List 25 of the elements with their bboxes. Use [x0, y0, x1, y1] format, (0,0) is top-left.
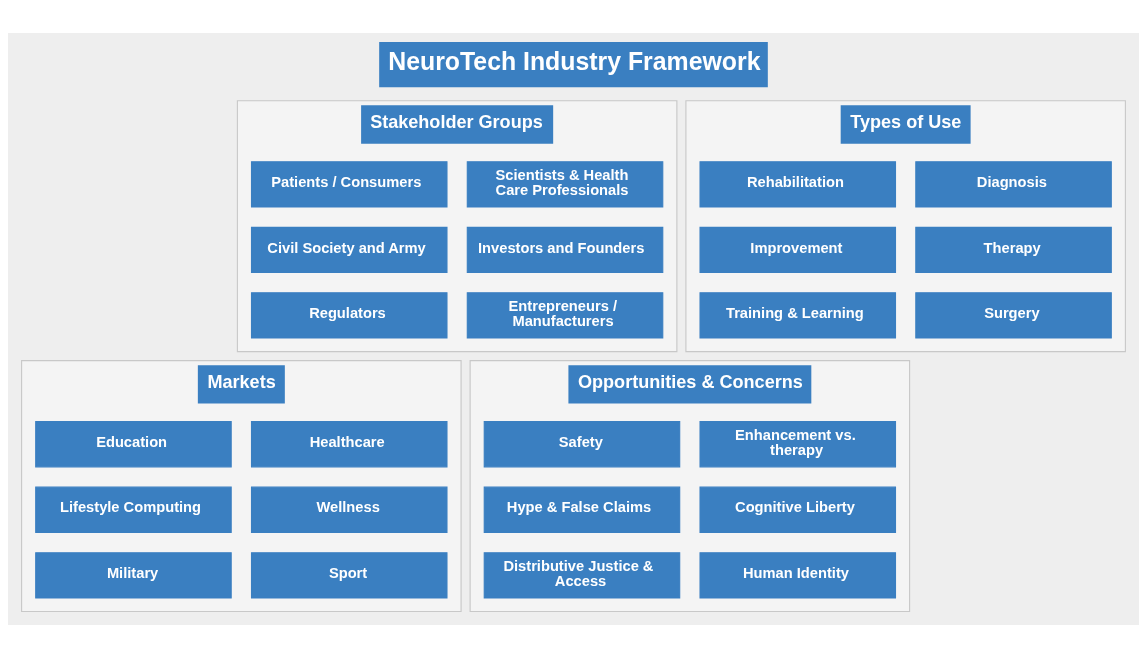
node-box: Lifestyle Computing [35, 486, 232, 533]
node-box: Distributive Justice & Access [483, 551, 681, 598]
node-box: Regulators [250, 291, 448, 339]
node-box: Scientists & Health Care Professionals [466, 160, 664, 208]
node-box: Wellness [250, 486, 448, 533]
diagram-title: NeuroTech Industry Framework [388, 47, 761, 75]
node-box: Surgery [915, 291, 1112, 339]
node-box: Cognitive Liberty [699, 486, 897, 533]
node-box: Civil Society and Army [250, 226, 448, 273]
node-box: Diagnosis [915, 160, 1112, 208]
node-box: Improvement [699, 226, 897, 273]
node-box: Healthcare [250, 420, 448, 467]
node-box: Education [35, 420, 232, 467]
node-box: Entrepreneurs / Manufacturers [466, 291, 664, 339]
node-box: Therapy [915, 226, 1112, 273]
node-box: Investors and Founders [466, 226, 664, 273]
node-box: Enhancement vs. therapy [699, 420, 897, 467]
node-box: Safety [483, 420, 681, 467]
node-box: Military [35, 551, 232, 598]
node-box: Patients / Consumers [250, 160, 448, 208]
node-box: Rehabilitation [699, 160, 897, 208]
node-box: Training & Learning [699, 291, 897, 339]
node-box: Hype & False Claims [483, 486, 681, 533]
node-box: Sport [250, 551, 448, 598]
node-box: Human Identity [699, 551, 897, 598]
